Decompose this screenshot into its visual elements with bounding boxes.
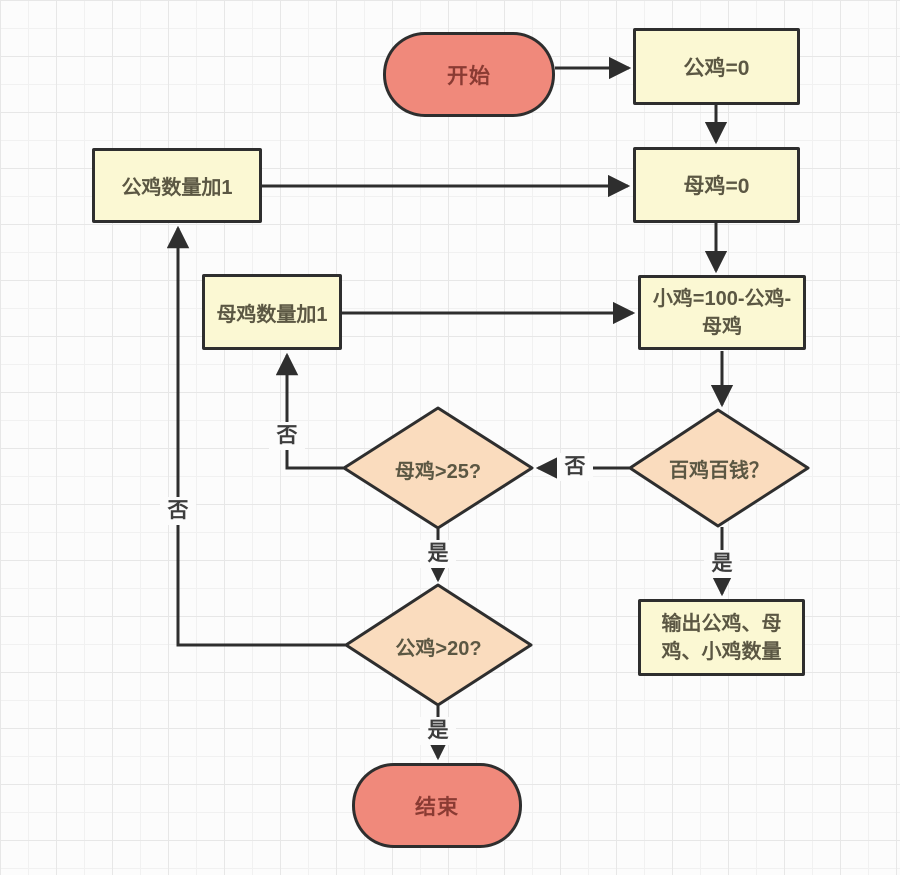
end-node: 结束 xyxy=(352,763,522,848)
rooster-inc-node: 公鸡数量加1 xyxy=(92,148,262,223)
hen-inc-node: 母鸡数量加1 xyxy=(202,274,342,350)
edge-label-rooster-yes: 是 xyxy=(420,717,456,745)
edge-label-hen-yes: 是 xyxy=(420,540,456,568)
hen-init-node: 母鸡=0 xyxy=(633,147,800,223)
decision-diamond-hundred-check xyxy=(628,408,810,528)
output-node: 输出公鸡、母鸡、小鸡数量 xyxy=(638,599,805,676)
chick-calc-node: 小鸡=100-公鸡-母鸡 xyxy=(638,275,806,350)
decision-diamond-hen-check xyxy=(342,406,534,530)
start-node: 开始 xyxy=(383,32,555,117)
edge-label-hen-no: 否 xyxy=(269,422,305,450)
edge-rooster-check-no-to-rooster-inc xyxy=(166,225,346,647)
edge-label-hundred-no: 否 xyxy=(557,453,593,481)
edge-label-rooster-no: 否 xyxy=(160,497,196,525)
decision-diamond-rooster-check xyxy=(344,583,533,707)
rooster-init-node: 公鸡=0 xyxy=(633,28,800,105)
edge-hen-check-no-to-hen-inc xyxy=(275,352,344,470)
edge-label-hundred-yes: 是 xyxy=(704,550,740,578)
